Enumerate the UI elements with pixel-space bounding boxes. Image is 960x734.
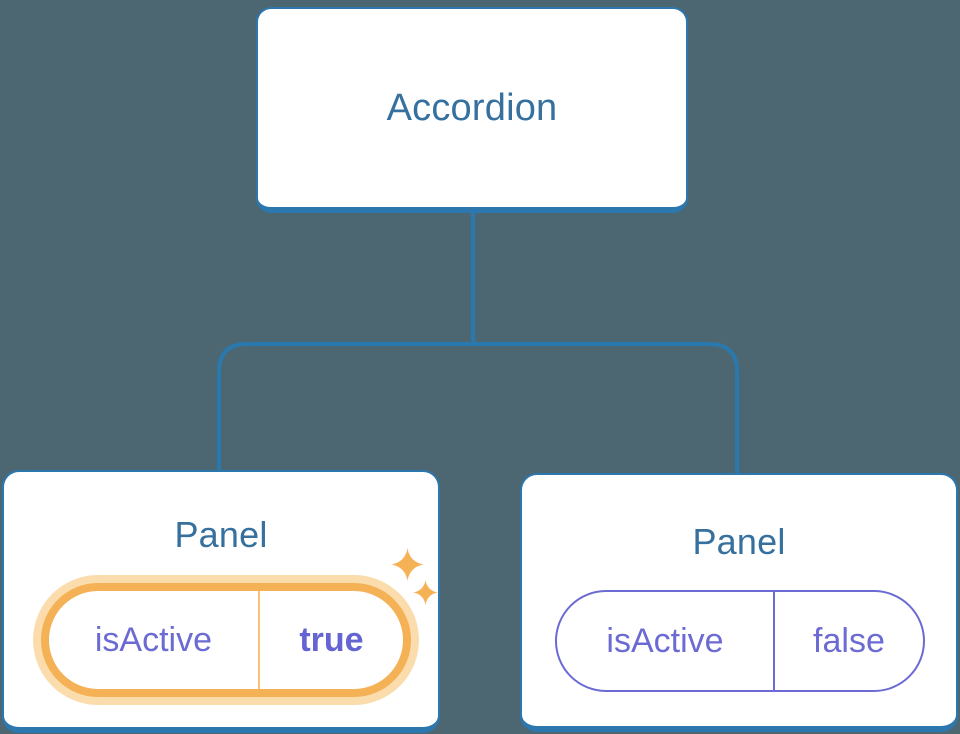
state-pill-active: isActive true xyxy=(41,583,411,697)
pill-divider xyxy=(772,592,775,690)
panel-node-inactive: Panel isActive false xyxy=(520,473,958,732)
state-prop-value: false xyxy=(813,621,885,660)
state-prop-name: isActive xyxy=(606,621,724,660)
connector-bracket xyxy=(217,342,739,476)
accordion-node-label: Accordion xyxy=(386,86,558,129)
panel-node-active: Panel isActive true xyxy=(2,470,440,733)
state-pill-inactive: isActive false xyxy=(555,590,925,692)
sparkle-icon-small xyxy=(413,580,438,605)
state-prop-name: isActive xyxy=(94,620,212,659)
panel-title: Panel xyxy=(692,521,786,562)
pill-divider xyxy=(257,591,260,689)
panel-title: Panel xyxy=(174,514,268,555)
accordion-node: Accordion xyxy=(256,7,688,213)
state-prop-value: true xyxy=(299,620,364,659)
